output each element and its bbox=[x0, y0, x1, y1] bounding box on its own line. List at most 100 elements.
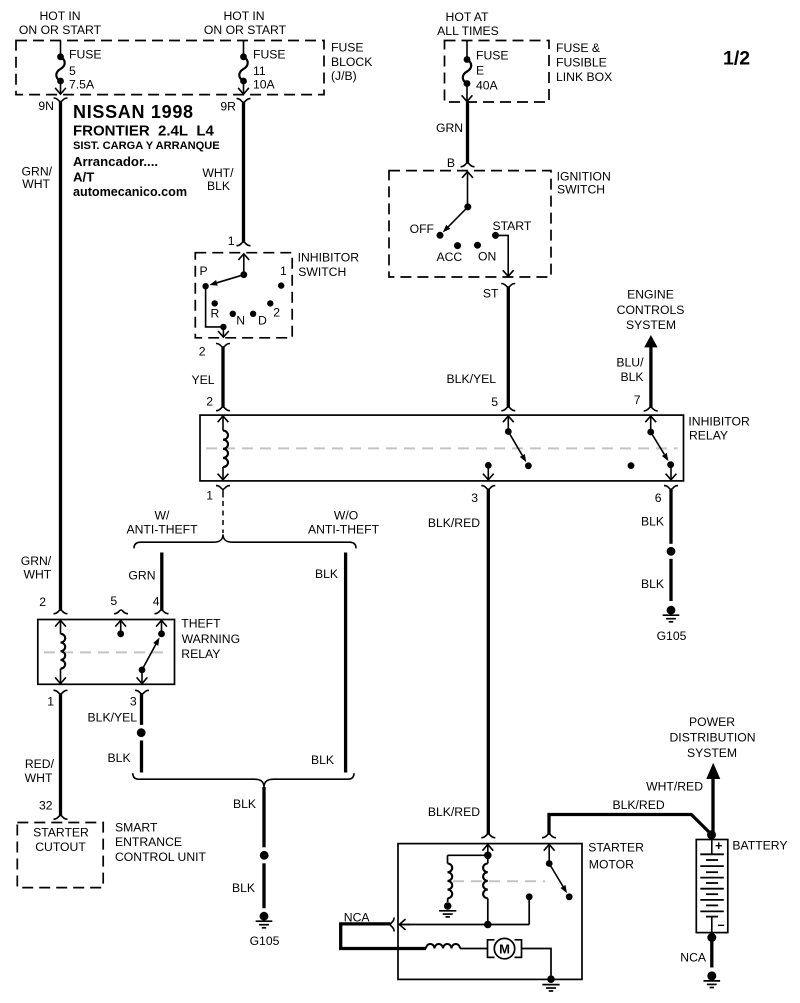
svg-text:ON: ON bbox=[478, 250, 496, 264]
svg-text:WHT: WHT bbox=[22, 177, 50, 191]
svg-text:BLK/RED: BLK/RED bbox=[428, 516, 480, 530]
svg-text:WHT/RED: WHT/RED bbox=[646, 780, 703, 794]
svg-text:POWER: POWER bbox=[689, 715, 735, 729]
svg-text:6: 6 bbox=[655, 491, 662, 505]
svg-text:1: 1 bbox=[47, 695, 54, 709]
svg-text:SMART: SMART bbox=[115, 821, 158, 835]
svg-text:7.5A: 7.5A bbox=[69, 78, 95, 92]
svg-text:FUSE: FUSE bbox=[476, 49, 509, 63]
svg-text:3: 3 bbox=[130, 695, 137, 709]
svg-text:HOT IN: HOT IN bbox=[223, 9, 264, 23]
svg-text:2: 2 bbox=[273, 306, 280, 320]
svg-text:BLK: BLK bbox=[233, 797, 256, 811]
svg-text:BLK: BLK bbox=[641, 515, 664, 529]
svg-text:SIST. CARGA Y ARRANQUE: SIST. CARGA Y ARRANQUE bbox=[73, 140, 220, 152]
svg-text:+: + bbox=[715, 839, 722, 853]
svg-text:YEL: YEL bbox=[191, 373, 214, 387]
svg-text:STARTER: STARTER bbox=[33, 826, 89, 840]
svg-text:THEFT: THEFT bbox=[181, 617, 221, 631]
svg-text:BLK: BLK bbox=[315, 567, 338, 581]
svg-text:LINK BOX: LINK BOX bbox=[556, 70, 612, 84]
svg-text:1: 1 bbox=[206, 489, 213, 503]
svg-text:FUSE &: FUSE & bbox=[556, 41, 600, 55]
svg-text:G105: G105 bbox=[657, 629, 687, 643]
svg-text:IGNITION: IGNITION bbox=[557, 170, 611, 184]
svg-text:5: 5 bbox=[491, 395, 498, 409]
svg-text:MOTOR: MOTOR bbox=[589, 858, 634, 872]
svg-text:ENTRANCE: ENTRANCE bbox=[115, 835, 182, 849]
svg-text:7: 7 bbox=[634, 393, 641, 407]
svg-text:GRN/: GRN/ bbox=[22, 165, 53, 179]
svg-text:INHIBITOR: INHIBITOR bbox=[688, 415, 750, 429]
svg-text:BLK/YEL: BLK/YEL bbox=[447, 372, 497, 386]
svg-text:Arrancador....: Arrancador.... bbox=[73, 154, 158, 169]
svg-text:HOT AT: HOT AT bbox=[446, 10, 489, 24]
svg-text:ON OR START: ON OR START bbox=[204, 23, 287, 37]
svg-text:9N: 9N bbox=[38, 99, 54, 113]
svg-text:D: D bbox=[258, 314, 267, 328]
svg-text:SYSTEM: SYSTEM bbox=[687, 746, 737, 760]
svg-text:ENGINE: ENGINE bbox=[627, 288, 674, 302]
svg-text:FUSE: FUSE bbox=[69, 48, 102, 62]
svg-text:ALL TIMES: ALL TIMES bbox=[437, 24, 499, 38]
svg-text:BLK/RED: BLK/RED bbox=[613, 798, 665, 812]
svg-text:NCA: NCA bbox=[344, 911, 371, 925]
svg-text:SWITCH: SWITCH bbox=[298, 265, 346, 279]
svg-text:HOT IN: HOT IN bbox=[39, 9, 80, 23]
svg-text:BLK: BLK bbox=[232, 881, 255, 895]
svg-text:B: B bbox=[447, 156, 455, 170]
svg-text:SWITCH: SWITCH bbox=[557, 183, 605, 197]
svg-text:BLK: BLK bbox=[207, 179, 230, 193]
svg-text:N: N bbox=[236, 314, 245, 328]
svg-text:RELAY: RELAY bbox=[689, 429, 728, 443]
svg-text:DISTRIBUTION: DISTRIBUTION bbox=[670, 731, 756, 745]
svg-text:BLOCK: BLOCK bbox=[331, 55, 372, 69]
svg-text:32: 32 bbox=[39, 799, 53, 813]
svg-text:P: P bbox=[200, 264, 208, 278]
svg-text:BLU/: BLU/ bbox=[616, 356, 644, 370]
svg-text:GRN: GRN bbox=[436, 121, 463, 135]
svg-text:WHT: WHT bbox=[23, 568, 51, 582]
svg-text:E: E bbox=[476, 64, 484, 78]
svg-text:BLK/YEL: BLK/YEL bbox=[88, 711, 138, 725]
svg-text:5: 5 bbox=[69, 64, 76, 78]
svg-text:ON OR START: ON OR START bbox=[19, 23, 102, 37]
svg-text:1/2: 1/2 bbox=[723, 47, 750, 69]
svg-text:INHIBITOR: INHIBITOR bbox=[298, 251, 360, 265]
svg-text:2: 2 bbox=[199, 345, 206, 359]
svg-text:(J/B): (J/B) bbox=[331, 69, 357, 83]
svg-text:CONTROLS: CONTROLS bbox=[617, 303, 685, 317]
svg-text:CONTROL UNIT: CONTROL UNIT bbox=[115, 850, 207, 864]
svg-text:OFF: OFF bbox=[410, 222, 434, 236]
svg-text:40A: 40A bbox=[476, 79, 499, 93]
svg-text:RELAY: RELAY bbox=[181, 647, 220, 661]
svg-text:3: 3 bbox=[471, 491, 478, 505]
svg-text:BLK: BLK bbox=[641, 577, 664, 591]
svg-text:STARTER: STARTER bbox=[588, 841, 644, 855]
svg-text:FRONTIER 2.4L L4: FRONTIER 2.4L L4 bbox=[73, 123, 215, 140]
svg-text:WHT/: WHT/ bbox=[202, 166, 234, 180]
svg-text:BLK: BLK bbox=[108, 751, 131, 765]
svg-text:A/T: A/T bbox=[73, 170, 94, 185]
svg-text:BLK: BLK bbox=[311, 753, 334, 767]
svg-text:ST: ST bbox=[483, 287, 499, 301]
svg-text:CUTOUT: CUTOUT bbox=[35, 840, 86, 854]
svg-text:SYSTEM: SYSTEM bbox=[626, 318, 676, 332]
svg-text:ANTI-THEFT: ANTI-THEFT bbox=[308, 523, 380, 537]
svg-text:RED/: RED/ bbox=[25, 757, 55, 771]
svg-text:1: 1 bbox=[228, 234, 235, 248]
svg-text:5: 5 bbox=[110, 594, 117, 608]
svg-text:FUSE: FUSE bbox=[253, 48, 286, 62]
svg-text:automecanico.com: automecanico.com bbox=[73, 185, 187, 199]
svg-text:FUSIBLE: FUSIBLE bbox=[556, 56, 607, 70]
svg-text:10A: 10A bbox=[253, 78, 276, 92]
svg-text:M: M bbox=[499, 941, 510, 956]
svg-text:−: − bbox=[717, 919, 724, 933]
svg-text:WHT: WHT bbox=[25, 771, 53, 785]
svg-text:W/: W/ bbox=[155, 509, 171, 523]
svg-text:WARNING: WARNING bbox=[182, 632, 240, 646]
svg-text:BLK: BLK bbox=[620, 370, 643, 384]
svg-text:R: R bbox=[211, 307, 220, 321]
svg-text:ANTI-THEFT: ANTI-THEFT bbox=[126, 523, 198, 537]
svg-text:9R: 9R bbox=[220, 100, 236, 114]
